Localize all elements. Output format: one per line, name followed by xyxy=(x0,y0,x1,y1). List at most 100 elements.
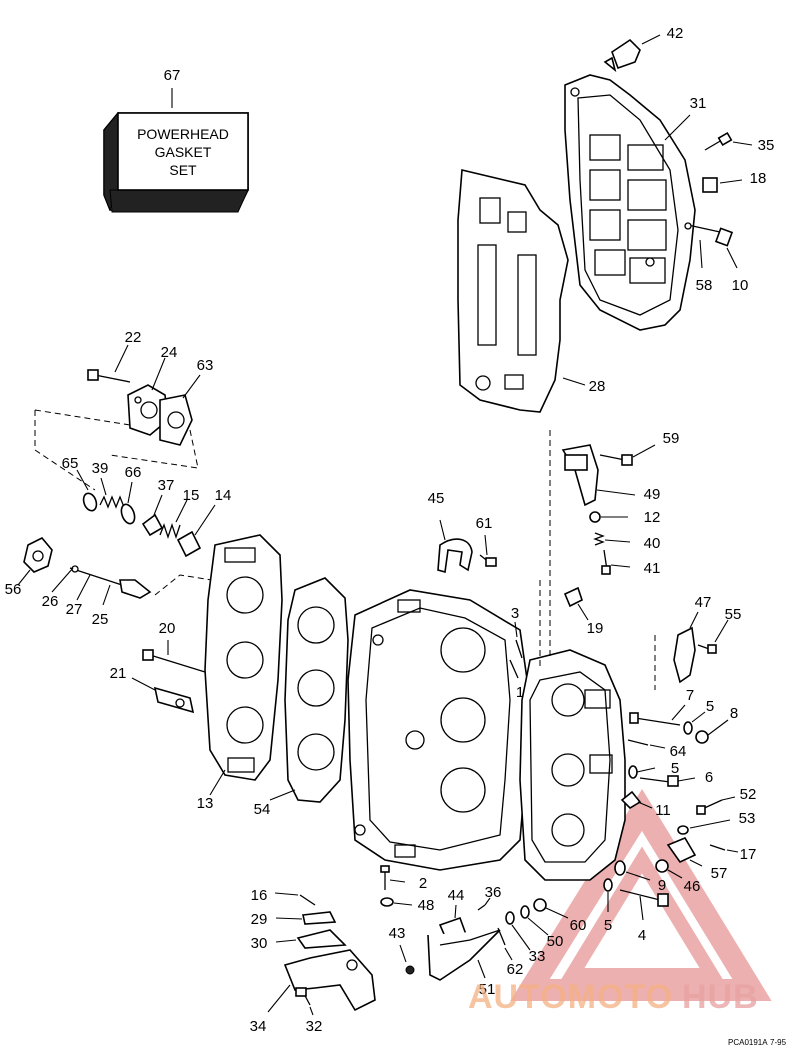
callout-18: 18 xyxy=(750,170,767,187)
plug-14 xyxy=(176,530,202,558)
callout-47: 47 xyxy=(695,594,712,611)
gasket-set-line3: SET xyxy=(169,162,197,178)
throttle-arm-34 xyxy=(283,949,376,1012)
ring-60 xyxy=(533,898,547,912)
callout-63: 63 xyxy=(197,357,214,374)
callout-62: 62 xyxy=(507,961,524,978)
clip-18 xyxy=(702,177,718,193)
spring-39 xyxy=(99,495,125,509)
callout-54: 54 xyxy=(254,801,271,818)
crankcase-cover xyxy=(519,649,626,881)
bracket-45 xyxy=(437,538,473,574)
callout-66: 66 xyxy=(125,464,142,481)
screw-61 xyxy=(479,554,497,567)
washer-5a xyxy=(683,721,693,735)
callout-36: 36 xyxy=(485,884,502,901)
callout-29: 29 xyxy=(251,911,268,928)
screw-35 xyxy=(704,131,733,151)
exhaust-cover-31 xyxy=(564,74,696,331)
screw-52 xyxy=(696,799,723,815)
callout-19: 19 xyxy=(587,620,604,637)
bolt-6 xyxy=(639,775,679,787)
callout-48: 48 xyxy=(418,897,435,914)
screw-36 xyxy=(477,904,486,911)
cylinder-block xyxy=(347,589,531,871)
watermark-part2: HUB xyxy=(682,978,759,1016)
screw-55 xyxy=(697,644,717,654)
fitting-11 xyxy=(620,790,642,810)
callout-56: 56 xyxy=(5,581,22,598)
thermostat-cover-24 xyxy=(127,384,169,436)
callout-3: 3 xyxy=(511,605,519,622)
callout-20: 20 xyxy=(159,620,176,637)
washer-53 xyxy=(677,825,689,835)
callout-26: 26 xyxy=(42,593,59,610)
head-gasket-54 xyxy=(284,577,349,803)
bushing-9 xyxy=(614,860,626,876)
nut-8 xyxy=(695,730,709,744)
bolt-7 xyxy=(629,712,681,726)
callout-42: 42 xyxy=(667,25,684,42)
washer-5b xyxy=(628,765,638,779)
bracket-49 xyxy=(561,444,599,507)
callout-50: 50 xyxy=(547,933,564,950)
callout-15: 15 xyxy=(183,487,200,504)
callout-28: 28 xyxy=(589,378,606,395)
screw-59 xyxy=(599,454,633,466)
figure-code: PCA0191A xyxy=(728,1038,768,1047)
bolt-4 xyxy=(619,889,669,907)
callout-5c: 5 xyxy=(604,917,612,934)
gasket-set-line2: GASKET xyxy=(155,144,212,160)
screw-41 xyxy=(601,549,611,575)
callout-46: 46 xyxy=(684,878,701,895)
callout-45: 45 xyxy=(428,490,445,507)
callout-41: 41 xyxy=(644,560,661,577)
fitting-42 xyxy=(603,38,641,73)
pin-1 xyxy=(509,659,519,679)
bolt-22 xyxy=(87,369,131,383)
link-29 xyxy=(302,911,337,925)
callout-44: 44 xyxy=(448,887,465,904)
link-rod-51 xyxy=(427,929,501,981)
callout-65: 65 xyxy=(62,455,79,472)
callout-22: 22 xyxy=(125,329,142,346)
exhaust-gasket-28 xyxy=(457,169,569,413)
callout-61: 61 xyxy=(476,515,493,532)
callout-11: 11 xyxy=(655,802,671,819)
spring-15 xyxy=(159,522,181,540)
callout-55: 55 xyxy=(725,606,742,623)
callout-37: 37 xyxy=(158,477,175,494)
screw-64 xyxy=(627,739,649,746)
callout-14: 14 xyxy=(215,487,232,504)
callout-32: 32 xyxy=(306,1018,323,1035)
callout-51: 51 xyxy=(479,981,496,998)
fitting-10 xyxy=(714,227,734,247)
callout-6: 6 xyxy=(705,769,713,786)
screw-17 xyxy=(709,844,726,851)
callout-60: 60 xyxy=(570,917,587,934)
callout-24: 24 xyxy=(161,344,178,361)
washer-48 xyxy=(380,897,394,907)
nut-12 xyxy=(589,511,601,523)
callout-53: 53 xyxy=(739,810,756,827)
callout-10: 10 xyxy=(732,277,749,294)
callout-7: 7 xyxy=(686,687,694,704)
watermark-text: AUTOMOTO HUB xyxy=(468,978,759,1016)
callout-30: 30 xyxy=(251,935,268,952)
callout-5a: 5 xyxy=(706,698,714,715)
callout-33: 33 xyxy=(529,948,546,965)
callout-4: 4 xyxy=(638,927,646,944)
watermark-part1: AUTOMOTO xyxy=(468,978,673,1016)
callout-9: 9 xyxy=(658,877,666,894)
plug-56 xyxy=(23,537,53,573)
screw-32 xyxy=(295,987,311,1006)
callout-25: 25 xyxy=(92,611,109,628)
callout-8: 8 xyxy=(730,705,738,722)
sensor-21 xyxy=(153,686,195,714)
washer-33 xyxy=(505,911,515,925)
valve-37 xyxy=(141,513,164,537)
washer-50 xyxy=(520,905,530,919)
callout-67: 67 xyxy=(164,67,181,84)
callout-59: 59 xyxy=(663,430,680,447)
